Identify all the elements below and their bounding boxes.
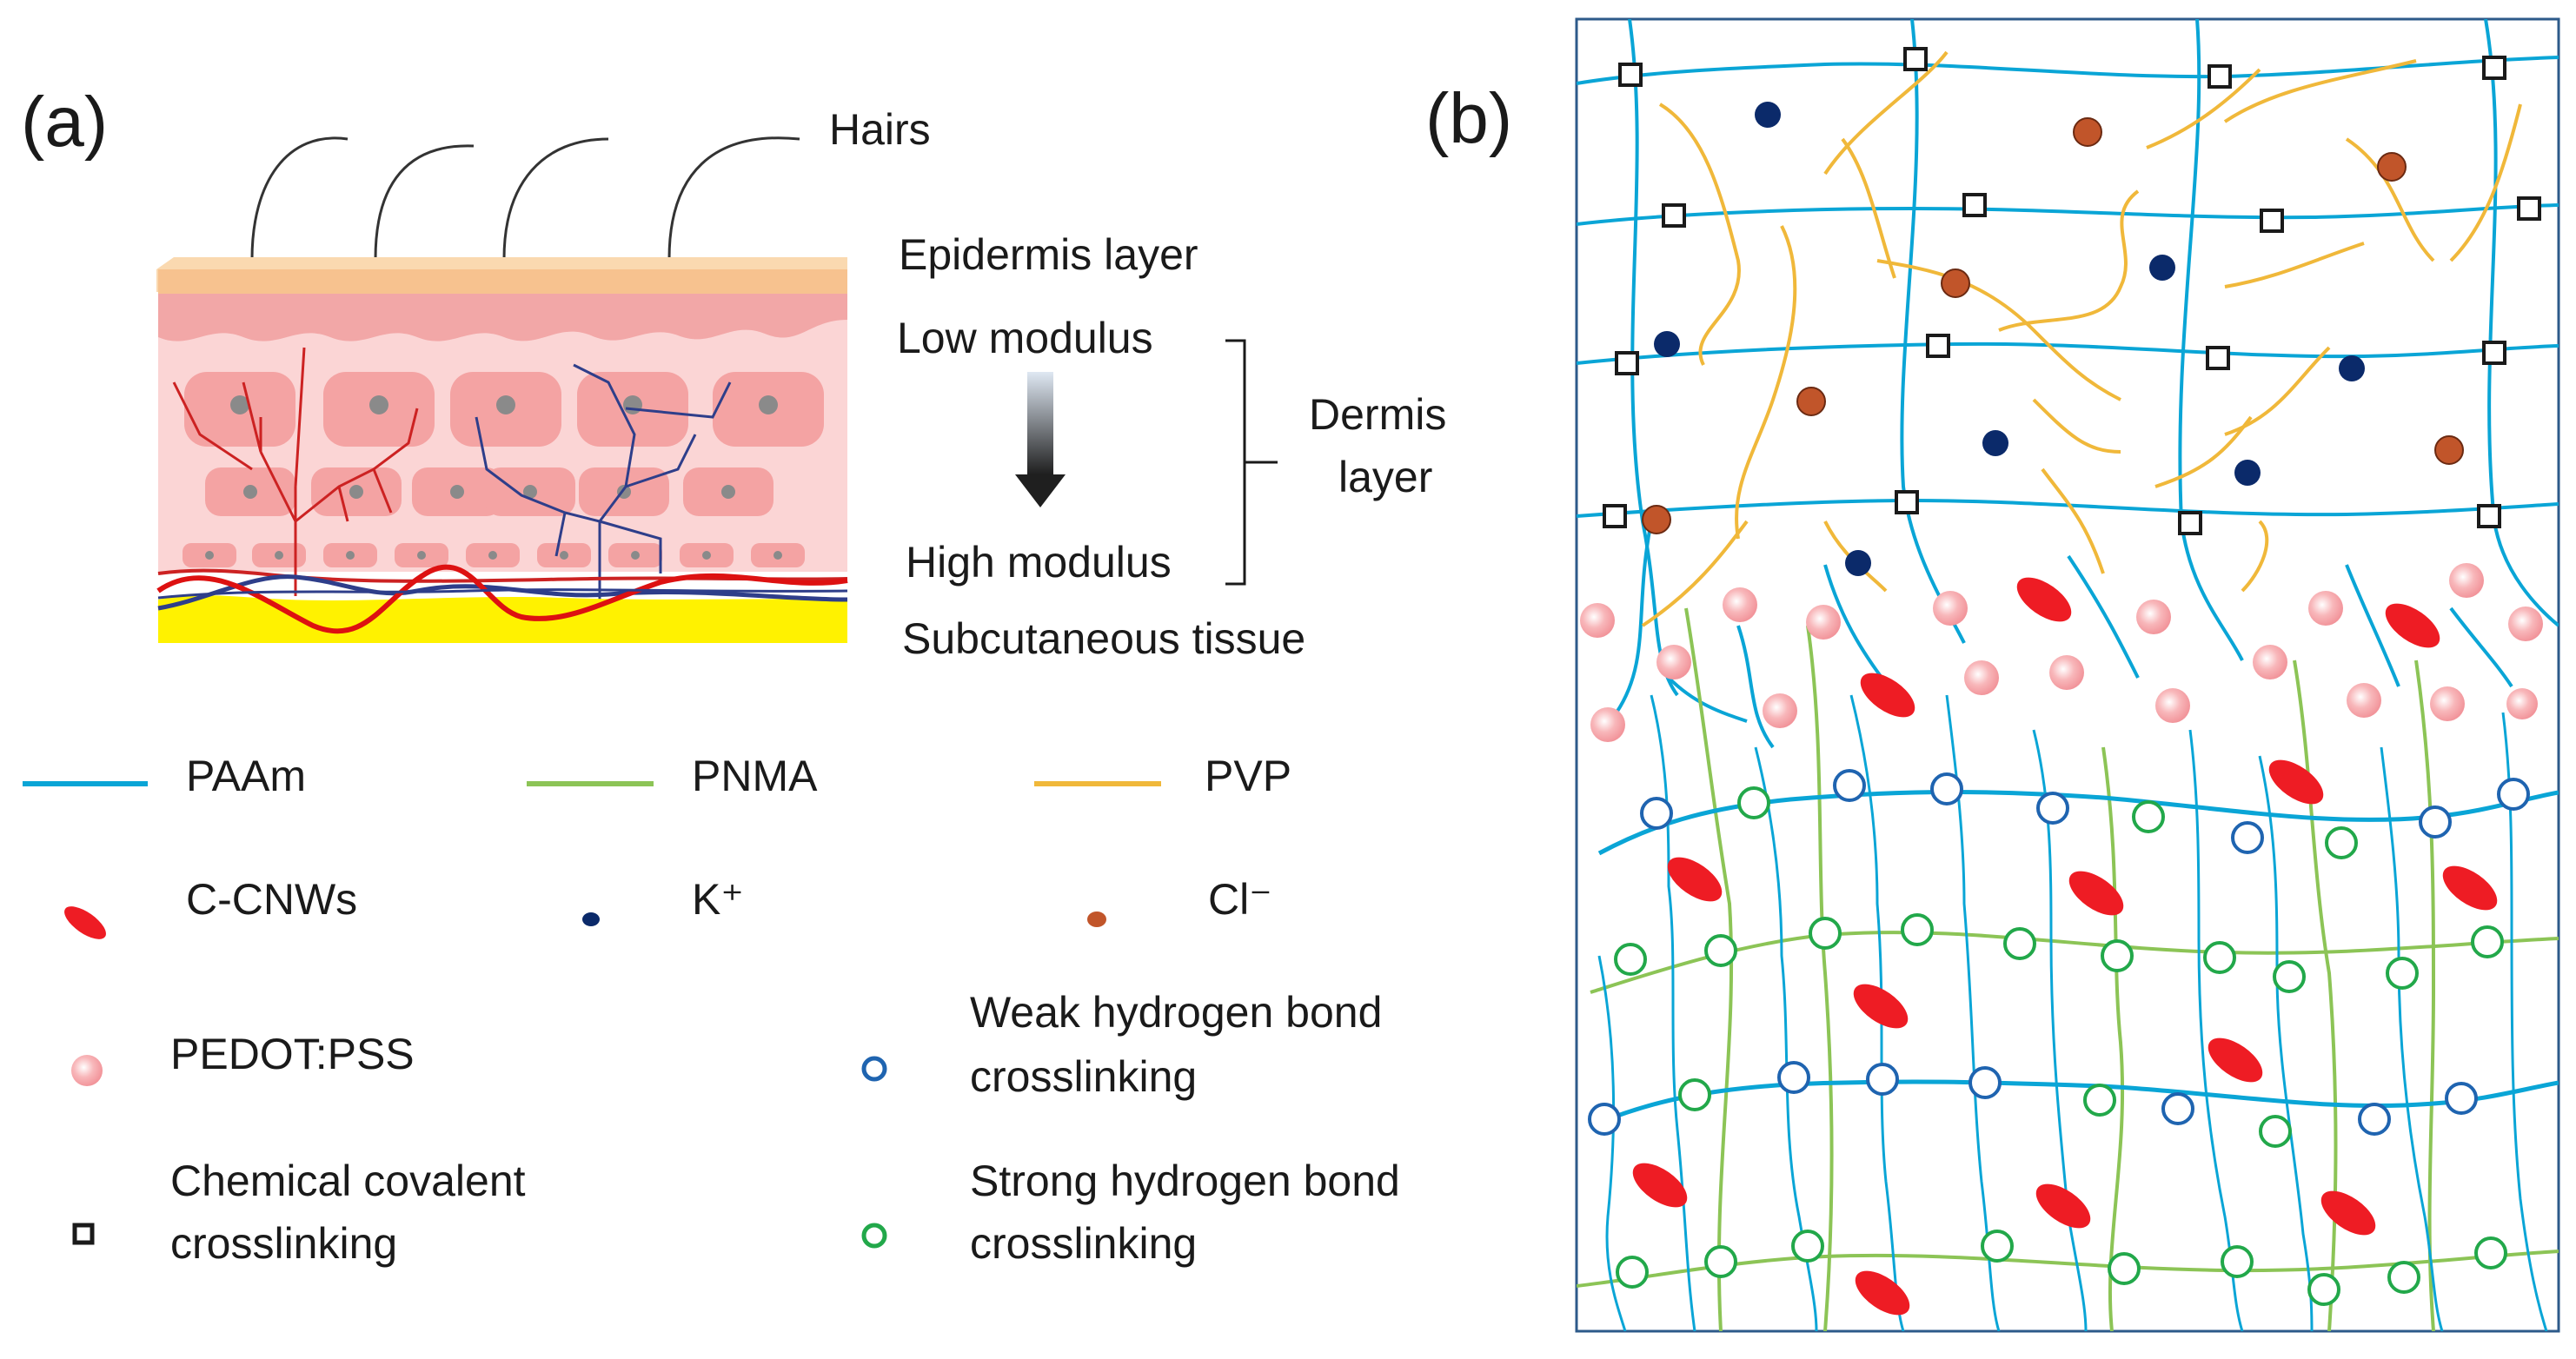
- pvp-chains: [1641, 50, 2522, 627]
- strong-hbond-crosslinks: [1614, 786, 2507, 1306]
- legend-cl-ion: Cl⁻: [1087, 875, 1272, 927]
- epidermis-layer: [156, 257, 847, 294]
- dermis-bracket: [1225, 339, 1278, 586]
- hydrogel-network: [1575, 17, 2560, 1333]
- legend-strong-hbond-label-line2: crosslinking: [970, 1219, 1197, 1268]
- subcutaneous-tissue: [156, 564, 848, 643]
- legend-paam: PAAm: [23, 752, 306, 800]
- dermis-cells: [183, 372, 824, 567]
- pedot-particles: [1580, 563, 2543, 742]
- cl-ions: [1642, 117, 2464, 534]
- legend-pnma: PNMA: [527, 752, 818, 800]
- legend-k-ion-label: K⁺: [692, 875, 744, 924]
- ccnw-particles: [1632, 577, 2498, 1316]
- skin-diagram: (a): [21, 83, 1446, 663]
- legend-ccnws-label: C-CNWs: [186, 875, 357, 924]
- hairs: [250, 136, 800, 260]
- legend-pvp: PVP: [1034, 752, 1291, 800]
- weak-hbond-crosslinks: [1588, 769, 2530, 1136]
- legend-weak-hbond-label-line1: Weak hydrogen bond: [970, 988, 1382, 1037]
- legend-pedot: PEDOT:PSS: [71, 1030, 415, 1086]
- k-ions: [1654, 102, 2365, 576]
- legend-chemical-label-line1: Chemical covalent: [170, 1157, 526, 1205]
- legend-weak-hbond-label-line2: crosslinking: [970, 1052, 1197, 1101]
- modulus-gradient-arrow: [1015, 372, 1066, 507]
- legend: PAAm PNMA PVP C-CNWs K⁺ Cl⁻ PEDOT:PSS: [23, 752, 1400, 1268]
- legend-chemical-covalent: Chemical covalent crosslinking: [72, 1157, 526, 1268]
- skin-labels: Hairs Epidermis layer Low modulus High m…: [829, 105, 1446, 663]
- legend-pedot-label: PEDOT:PSS: [170, 1030, 415, 1078]
- legend-weak-hbond: Weak hydrogen bond crosslinking: [861, 988, 1382, 1101]
- panel-a-label: (a): [21, 83, 108, 162]
- dermis-label-line1: Dermis: [1309, 390, 1446, 439]
- legend-pnma-label: PNMA: [692, 752, 818, 800]
- hairs-label: Hairs: [829, 105, 931, 154]
- covalent-crosslinks: [1603, 47, 2541, 535]
- dermis-label-line2: layer: [1338, 453, 1432, 501]
- blood-vessels: [172, 347, 732, 600]
- low-modulus-label: Low modulus: [897, 314, 1153, 362]
- high-modulus-label: High modulus: [906, 538, 1172, 587]
- legend-k-ion: K⁺: [582, 875, 744, 926]
- legend-paam-label: PAAm: [186, 752, 306, 800]
- legend-pvp-label: PVP: [1205, 752, 1291, 800]
- epidermis-label: Epidermis layer: [899, 230, 1198, 279]
- legend-strong-hbond-label-line1: Strong hydrogen bond: [970, 1157, 1400, 1205]
- legend-cl-ion-label: Cl⁻: [1208, 875, 1272, 924]
- legend-ccnws: C-CNWs: [64, 875, 357, 939]
- panel-b-label: (b): [1425, 79, 1512, 158]
- top-paam-chains: [1577, 19, 2559, 749]
- legend-strong-hbond: Strong hydrogen bond crosslinking: [861, 1157, 1400, 1268]
- subcutaneous-label: Subcutaneous tissue: [902, 614, 1305, 663]
- legend-chemical-label-line2: crosslinking: [170, 1219, 397, 1268]
